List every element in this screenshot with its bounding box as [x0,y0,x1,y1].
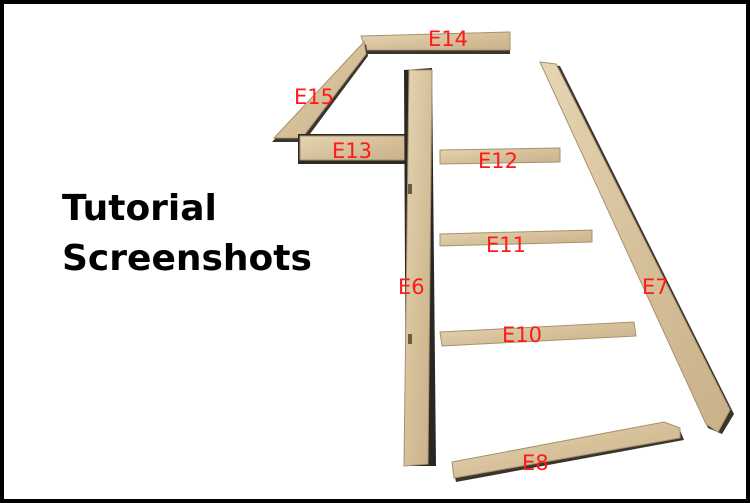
part-e10 [439,321,637,347]
part-e11 [439,229,593,247]
caption-line-1: Tutorial [62,188,217,229]
wooden-parts-photo: E14 E15 E13 E12 E11 E10 E6 E7 E8 [272,27,734,482]
label-e11: E11 [486,233,526,257]
label-e8: E8 [522,451,549,475]
label-e6: E6 [398,275,425,299]
part-e6 [403,68,436,467]
label-e13: E13 [332,139,372,163]
label-e7: E7 [642,275,669,299]
label-e10: E10 [502,323,542,347]
label-e12: E12 [478,149,518,173]
part-e8 [451,421,684,482]
caption: Tutorial Screenshots [62,184,312,284]
part-e7 [539,61,734,434]
part-e13 [298,134,408,164]
caption-line-2: Screenshots [62,238,312,279]
label-e15: E15 [294,85,334,109]
label-e14: E14 [428,27,468,51]
part-e12 [439,147,561,165]
